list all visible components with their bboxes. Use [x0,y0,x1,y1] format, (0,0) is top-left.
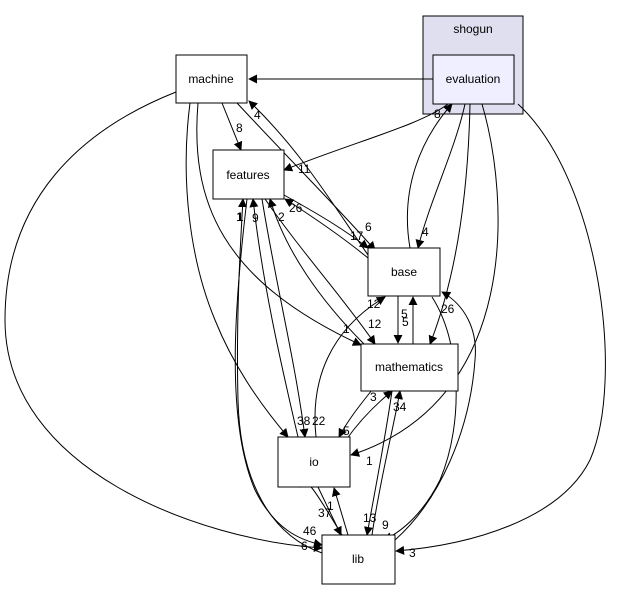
node-evaluation-box [432,54,515,105]
node-machine[interactable]: machine [175,54,248,104]
edge-evaluation-io [350,103,499,457]
node-base-label: base [391,265,417,279]
edge-machine-features [221,102,243,151]
edge-label-base-mathematics: 5 [402,315,409,329]
edge-label-lib-mathematics: 34 [393,400,407,414]
edge-label-machine-features: 8 [236,121,243,135]
node-lib[interactable]: lib [321,534,396,585]
edge-mathematics-io [338,389,373,438]
edge-evaluation-lib [395,103,606,555]
edge-label-features-base: 17 [350,229,364,243]
edge-label-lib-io: 22 [312,414,326,428]
edge-label-features-mathematics: 12 [368,317,382,331]
edge-base-machine [248,100,369,256]
edge-evaluation-features [283,103,449,172]
node-mathematics-box [360,343,459,392]
edge-io-features [249,198,299,438]
node-base[interactable]: base [367,247,441,297]
node-evaluation-label: evaluation [446,72,501,86]
edge-label-machine-base: 6 [365,220,372,234]
edge-machine-io [185,102,289,438]
edge-label-base-evaluation: 8 [434,107,441,121]
edge-label-io-features: 9 [252,211,259,225]
edge-lib-io-2 [331,487,349,536]
node-mathematics-label: mathematics [375,360,443,374]
edge-label-io-base: 12 [367,297,381,311]
node-machine-box [175,54,248,104]
cluster-label: shogun [453,22,492,36]
edge-mathematics-features [267,198,365,345]
edge-label-machine-io: 1 [236,210,243,224]
node-features[interactable]: features [212,149,285,200]
edge-features-io [261,198,309,438]
node-io[interactable]: io [277,436,351,488]
edge-io-mathematics [345,390,393,441]
edge-base-lib [383,296,457,541]
edge-base-evaluation [406,103,453,249]
edge-label-lib-features: 1 [237,210,244,224]
edge-evaluation-mathematics [428,103,471,345]
node-base-box [367,247,441,297]
edge-machine-base [236,102,376,251]
node-io-label: io [309,455,319,469]
edge-label-lib-base: 9 [382,518,389,532]
edge-mathematics-lib [363,390,393,536]
node-io-box [277,436,351,488]
edge-io-base [314,296,386,438]
edge-lib-mathematics [371,390,403,536]
edge-features-mathematics [264,198,376,345]
edge-lib-features [236,198,323,554]
edge-label-evaluation-lib: 3 [409,546,416,560]
edge-label-base-machine: 4 [254,108,261,122]
node-lib-label: lib [352,552,364,566]
edge-machine-lib [4,91,323,552]
node-machine-label: machine [188,72,234,86]
edge-label-io-mathematics: 3 [370,390,377,404]
edge-label-base-features: 26 [289,201,303,215]
edge-label-mathematics-lib: 13 [363,511,377,525]
edge-label-lib-io-2: 1 [327,499,334,513]
edge-evaluation-base [415,103,466,249]
edge-features-base [283,194,369,249]
edge-label-machine-lib: 6 [301,539,308,553]
edge-features-lib [234,198,323,548]
edge-label-features-io: 38 [297,414,311,428]
node-mathematics[interactable]: mathematics [360,343,459,392]
node-features-box [212,149,285,200]
edge-label-evaluation-io: 1 [366,454,373,468]
edge-lib-base [394,291,476,541]
edge-label-mathematics-io: 5 [343,424,350,438]
edge-label-mathematics-features: 2 [278,210,285,224]
edge-base-features [284,198,369,259]
edge-label-features-lib: 46 [303,524,317,538]
node-lib-box [321,534,396,585]
edge-label-evaluation-base: 4 [422,225,429,239]
node-features-label: features [226,168,269,182]
edge-machine-mathematics [196,102,362,346]
edge-label-io-lib: 37 [318,506,332,520]
edge-label-evaluation-mathematics: 26 [441,302,455,316]
edge-label-mathematics-base: 5 [401,307,408,321]
edge-label-evaluation-features: 11 [298,162,311,176]
node-evaluation[interactable]: evaluation [432,54,515,105]
edges: 1 11 4 26 1 3 8 8 4 6 1 1 [4,74,606,560]
